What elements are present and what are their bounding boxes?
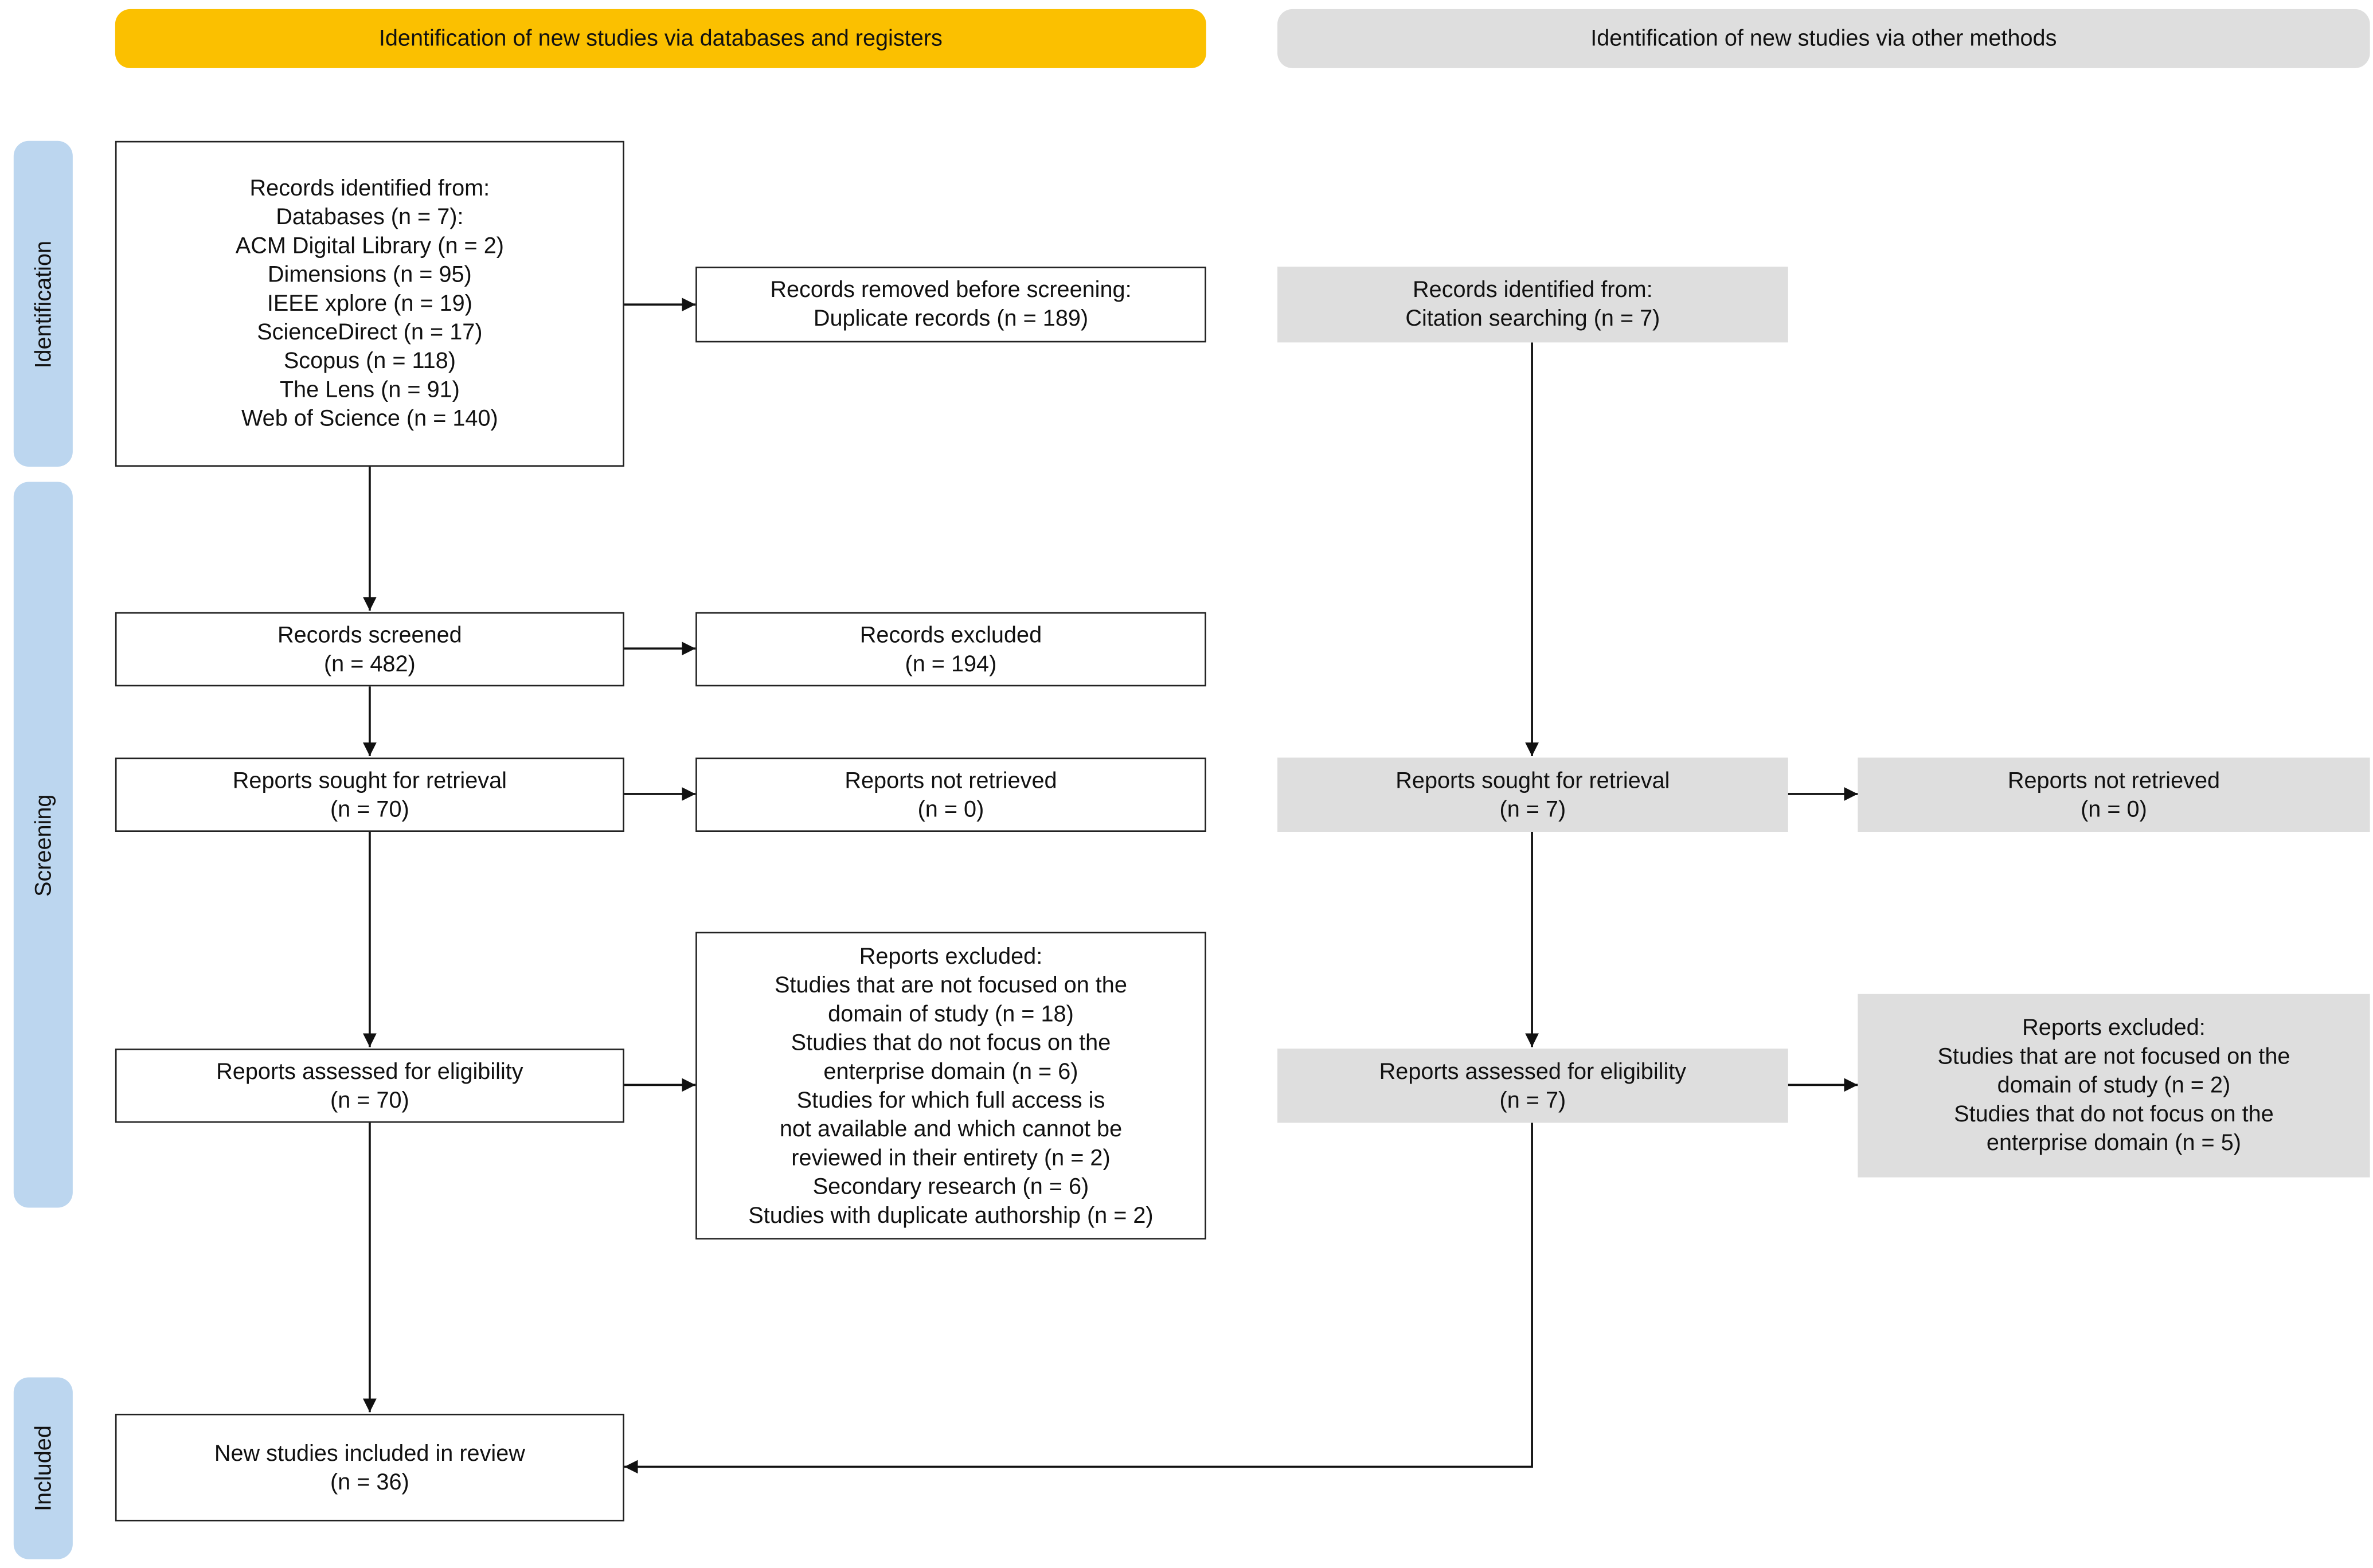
other-methods-header: Identification of new studies via other …: [1277, 9, 2370, 68]
other-reports-sought-box: Reports sought for retrieval (n = 7): [1277, 757, 1788, 832]
arrow-other-assessed-to-included: [624, 1123, 1533, 1474]
records-excluded-box: Records excluded (n = 194): [695, 612, 1206, 687]
records-removed-box: Records removed before screening: Duplic…: [695, 267, 1206, 343]
other-reports-assessed-box: Reports assessed for eligibility (n = 7): [1277, 1048, 1788, 1123]
citation-records-box: Records identified from: Citation search…: [1277, 267, 1788, 343]
phase-identification: Identification: [13, 140, 73, 467]
records-screened-box: Records screened (n = 482): [115, 612, 624, 687]
reports-sought-box: Reports sought for retrieval (n = 70): [115, 757, 624, 832]
reports-assessed-box: Reports assessed for eligibility (n = 70…: [115, 1048, 624, 1123]
records-identified-box: Records identified from: Databases (n = …: [115, 140, 624, 467]
reports-excluded-box: Reports excluded: Studies that are not f…: [695, 932, 1206, 1239]
phase-included: Included: [13, 1377, 73, 1559]
phase-screening: Screening: [13, 482, 73, 1208]
other-reports-not-retrieved-box: Reports not retrieved (n = 0): [1858, 757, 2370, 832]
studies-included-box: New studies included in review (n = 36): [115, 1413, 624, 1522]
databases-header: Identification of new studies via databa…: [115, 9, 1206, 68]
reports-not-retrieved-box: Reports not retrieved (n = 0): [695, 757, 1206, 832]
other-reports-excluded-box: Reports excluded: Studies that are not f…: [1858, 994, 2370, 1178]
